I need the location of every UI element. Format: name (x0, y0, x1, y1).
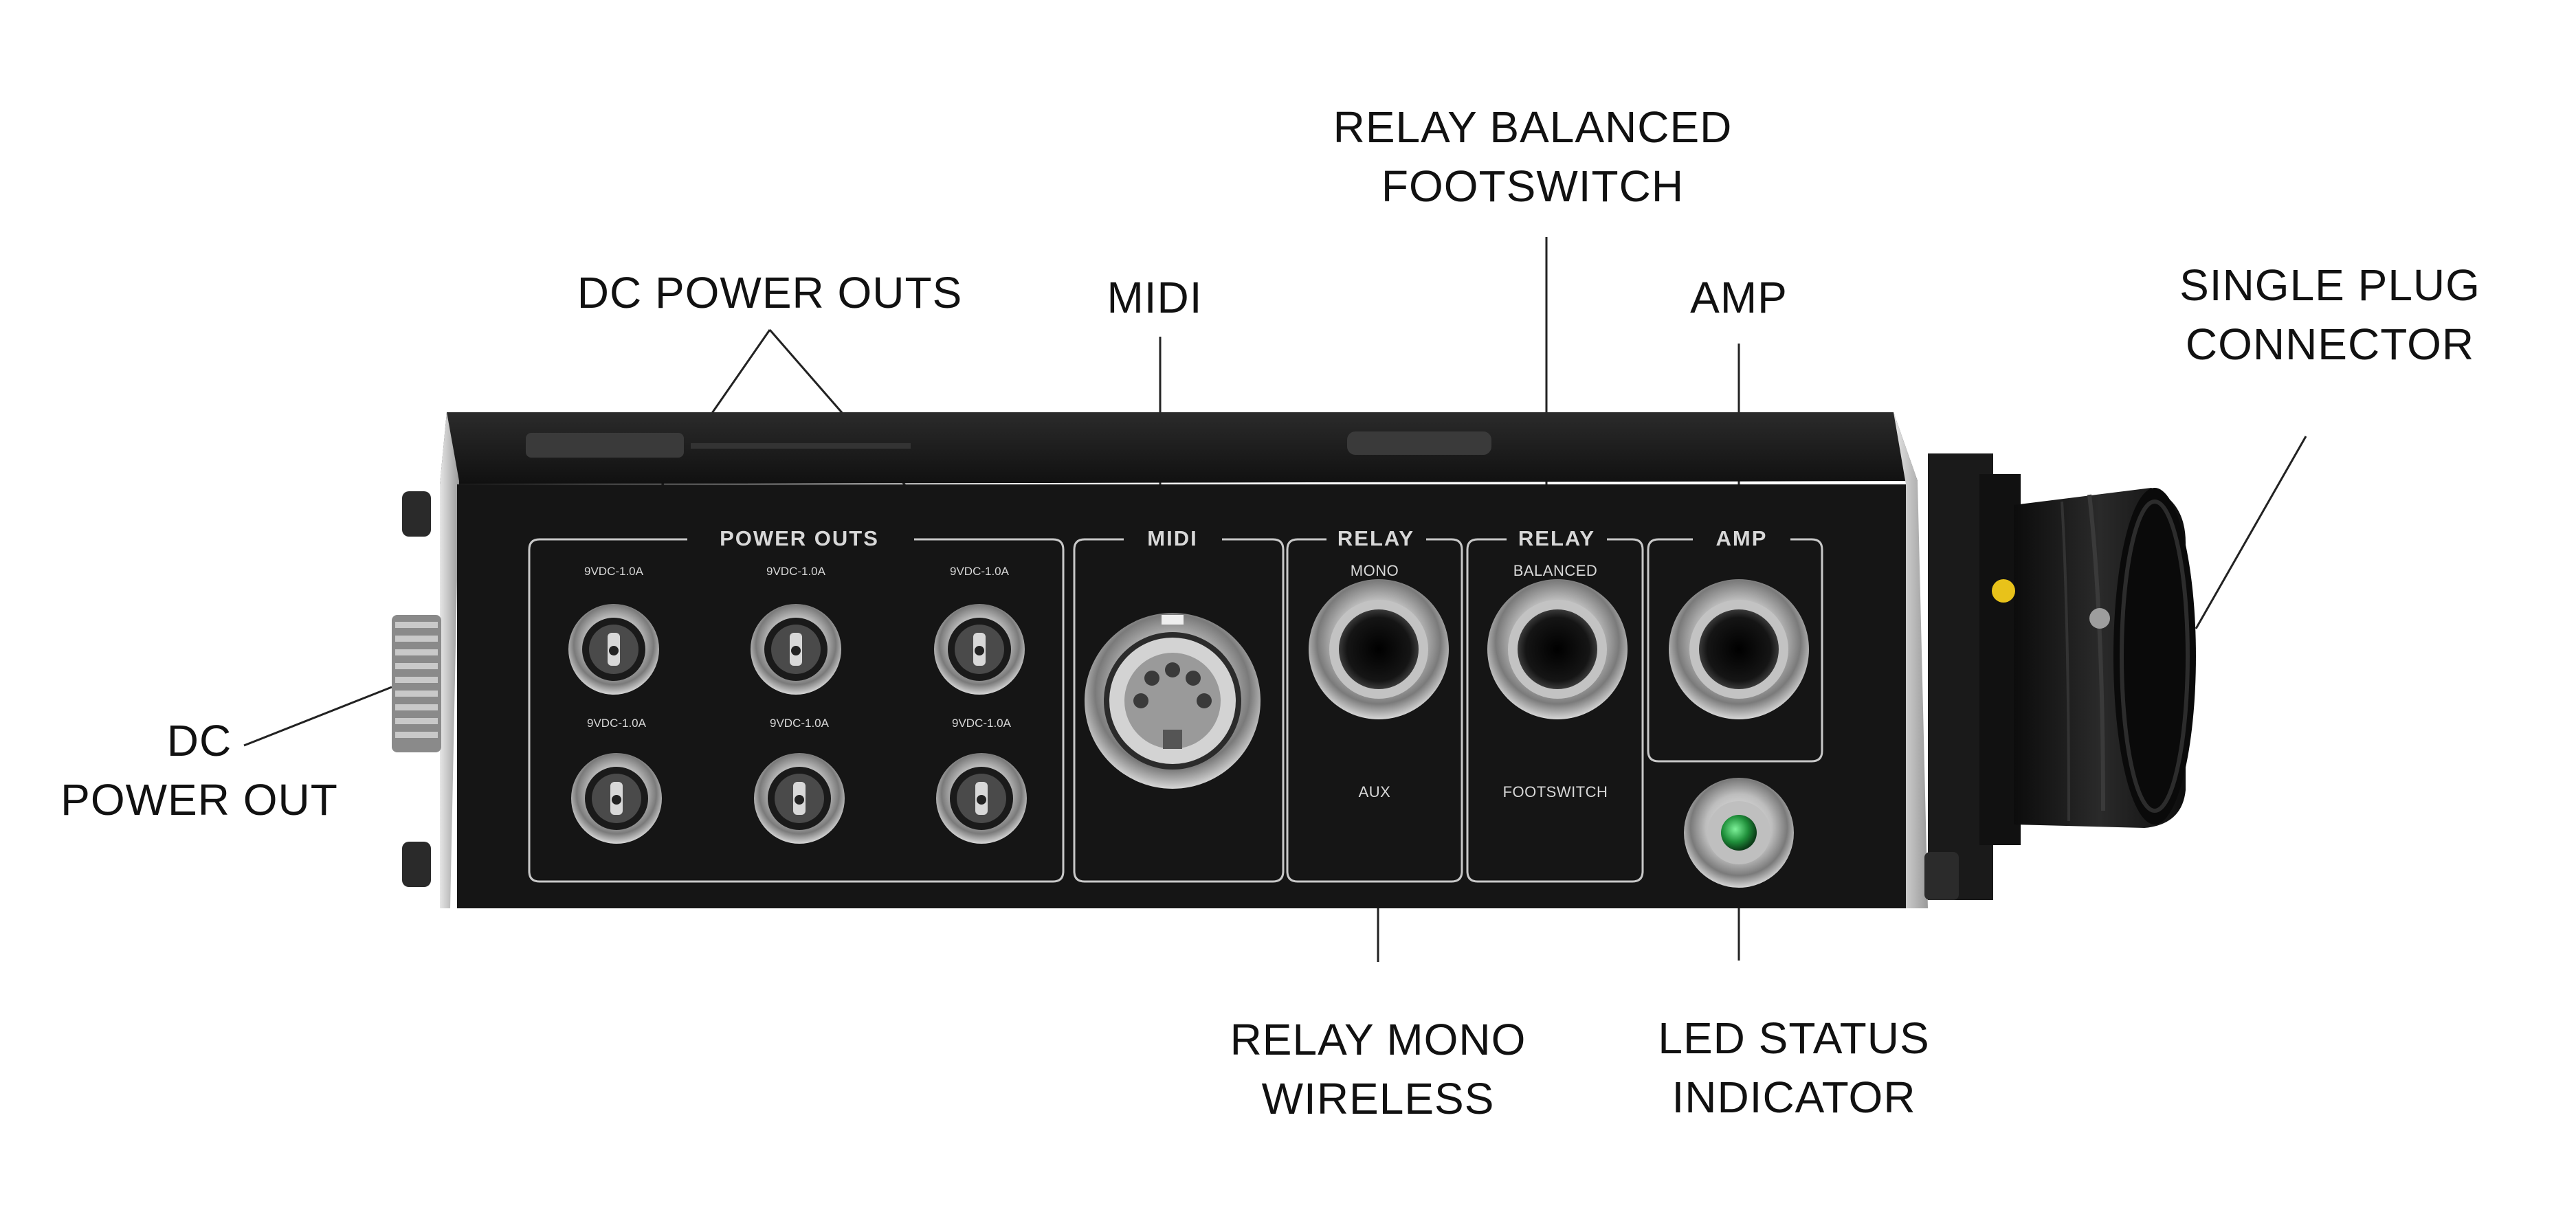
power-rating-label: 9VDC-1.0A (587, 717, 647, 730)
relay-mono-jack (1309, 579, 1449, 719)
dc-barrel-jack (934, 604, 1025, 695)
relay-balanced-panel-title: RELAY (1518, 526, 1595, 550)
leader-dc-power-out (243, 686, 392, 747)
power-rating-label: 9VDC-1.0A (952, 717, 1012, 730)
callout-dc-power-out: DC POWER OUT (41, 711, 357, 829)
dc-barrel-jack (754, 753, 845, 844)
single-plug-connector (1979, 474, 2196, 845)
midi-panel-title: MIDI (1147, 526, 1197, 550)
power-rating-label: 9VDC-1.0A (584, 565, 644, 578)
callout-text: AMP (1690, 273, 1788, 322)
callout-text: RELAY BALANCED (1333, 102, 1733, 152)
callout-text: WIRELESS (1261, 1074, 1495, 1123)
connector-key-led (1992, 579, 2015, 603)
callout-text: MIDI (1107, 273, 1203, 322)
callout-text: SINGLE PLUG (2179, 260, 2480, 310)
midi-din-connector (1085, 613, 1261, 789)
callout-text: LED STATUS (1658, 1013, 1930, 1063)
callout-led-status-indicator: LED STATUS INDICATOR (1581, 1009, 2007, 1127)
callout-text: RELAY MONO (1230, 1015, 1526, 1064)
chassis (392, 412, 1993, 908)
relay-mono-bottom-label: AUX (1359, 783, 1391, 800)
callout-relay-mono-wireless: RELAY MONO WIRELESS (1155, 1010, 1601, 1128)
callout-text: FOOTSWITCH (1381, 161, 1685, 211)
callout-single-plug-connector: SINGLE PLUG CONNECTOR (2151, 256, 2509, 374)
dc-barrel-jack (936, 753, 1027, 844)
callout-dc-power-outs: DC POWER OUTS (536, 263, 1003, 322)
amp-jack (1669, 579, 1809, 719)
callout-text: DC POWER OUTS (577, 268, 963, 317)
callout-relay-balanced-footswitch: RELAY BALANCED FOOTSWITCH (1299, 98, 1766, 216)
callout-midi: MIDI (1072, 268, 1237, 327)
relay-balanced-jack (1487, 579, 1628, 719)
dc-barrel-jack (568, 604, 659, 695)
relay-mono-panel-title: RELAY (1337, 526, 1414, 550)
relay-mono-top-label: MONO (1351, 562, 1399, 579)
dc-barrel-jack (751, 604, 841, 695)
power-rating-label: 9VDC-1.0A (950, 565, 1010, 578)
power-rating-label: 9VDC-1.0A (770, 717, 830, 730)
panel-frames (528, 538, 1823, 883)
dc-power-out-jacks (568, 604, 1027, 844)
callout-text: POWER OUT (60, 775, 338, 824)
callout-text: INDICATOR (1672, 1073, 1916, 1122)
led-status-indicator (1684, 778, 1794, 888)
leader-single-plug (2195, 436, 2307, 629)
amp-panel-title: AMP (1716, 526, 1768, 550)
power-rating-label: 9VDC-1.0A (766, 565, 826, 578)
power-outs-panel-title: POWER OUTS (720, 526, 879, 550)
callout-text: DC (166, 716, 232, 765)
dc-barrel-jack (571, 753, 662, 844)
relay-balanced-top-label: BALANCED (1513, 562, 1598, 579)
callout-amp: AMP (1656, 268, 1821, 327)
callout-text: CONNECTOR (2185, 319, 2475, 369)
relay-balanced-bottom-label: FOOTSWITCH (1503, 783, 1608, 800)
